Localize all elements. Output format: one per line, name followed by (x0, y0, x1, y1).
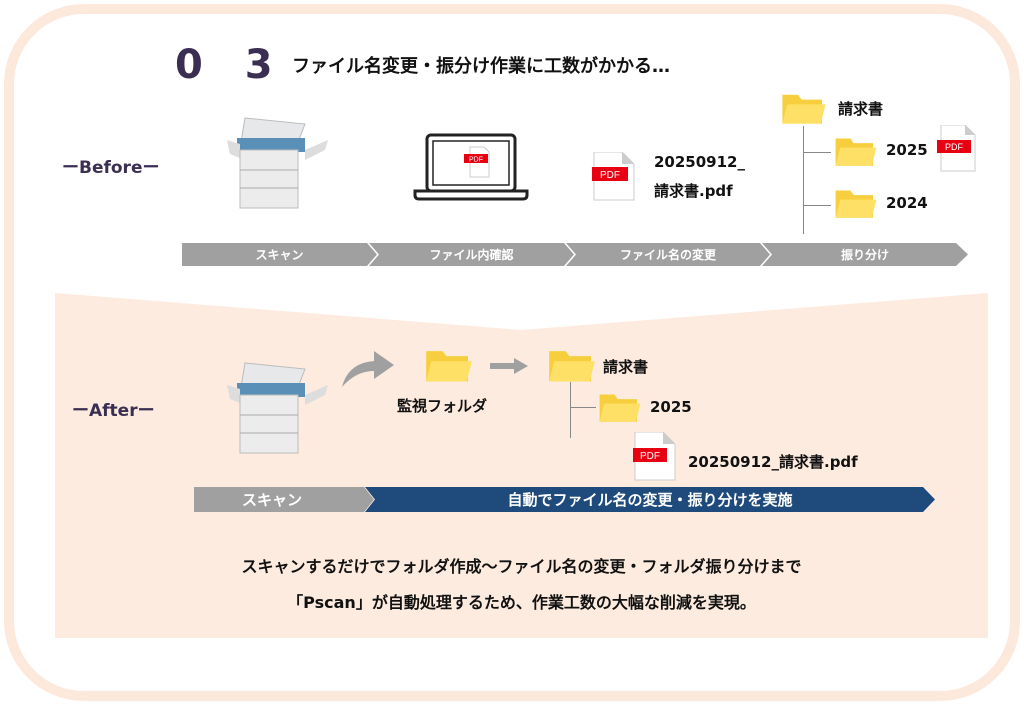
after-label: ーAfterー (72, 401, 155, 421)
svg-text:PDF: PDF (945, 142, 964, 152)
curved-arrow-icon (342, 351, 394, 387)
tree-line (803, 126, 804, 234)
folder-icon (782, 94, 826, 124)
after-filename: 20250912_請求書.pdf (688, 453, 858, 471)
before-folder-root: 請求書 (838, 100, 884, 118)
watch-folder-icon (426, 351, 472, 382)
tree-branch (803, 205, 831, 206)
before-filename-line2: 請求書.pdf (654, 182, 733, 200)
pdf-file-icon: PDF (592, 152, 635, 201)
before-folder-2025: 2025 (886, 141, 928, 159)
step-file-check: ファイル内確認 (369, 243, 574, 266)
after-folder-root: 請求書 (603, 358, 649, 376)
tree-branch (803, 152, 831, 153)
watch-folder-label: 監視フォルダ (397, 397, 488, 415)
svg-text:PDF: PDF (469, 157, 483, 164)
pdf-file-icon: PDF (633, 432, 676, 481)
folder-icon (835, 190, 877, 218)
summary-line1: スキャンするだけでフォルダ作成～ファイル名の変更・フォルダ振り分けまで (241, 557, 802, 576)
before-folder-2024: 2024 (886, 194, 928, 212)
arrow-right-icon (490, 358, 528, 374)
pdf-file-icon: PDF (937, 125, 976, 172)
step-scan: スキャン (182, 243, 377, 266)
multifunction-printer-icon (227, 362, 328, 454)
tree-line (570, 382, 571, 438)
svg-text:PDF: PDF (600, 170, 620, 181)
step-rename: ファイル名の変更 (566, 243, 770, 266)
folder-icon (599, 394, 641, 422)
tree-branch (570, 407, 596, 408)
outer-frame (4, 4, 1020, 701)
summary-line2: 「Pscan」が自動処理するため、作業工数の大幅な削減を実現。 (287, 593, 756, 612)
folder-icon (549, 351, 595, 382)
after-panel (55, 293, 988, 638)
folder-icon (835, 138, 877, 166)
before-label: ーBeforeー (62, 158, 160, 178)
page-title: ファイル名変更・振分け作業に工数がかかる… (292, 56, 670, 77)
laptop-icon: PDF (413, 133, 529, 201)
before-filename-line1: 20250912_ (654, 153, 745, 171)
multifunction-printer-icon (227, 117, 328, 209)
after-folder-2025: 2025 (650, 398, 692, 416)
section-number: 0 3 (175, 42, 287, 88)
step-scan: スキャン (194, 487, 374, 512)
svg-text:PDF: PDF (640, 451, 660, 462)
step-auto-process: 自動でファイル名の変更・振り分けを実施 (365, 487, 935, 512)
step-sort: 振り分け (762, 243, 968, 266)
